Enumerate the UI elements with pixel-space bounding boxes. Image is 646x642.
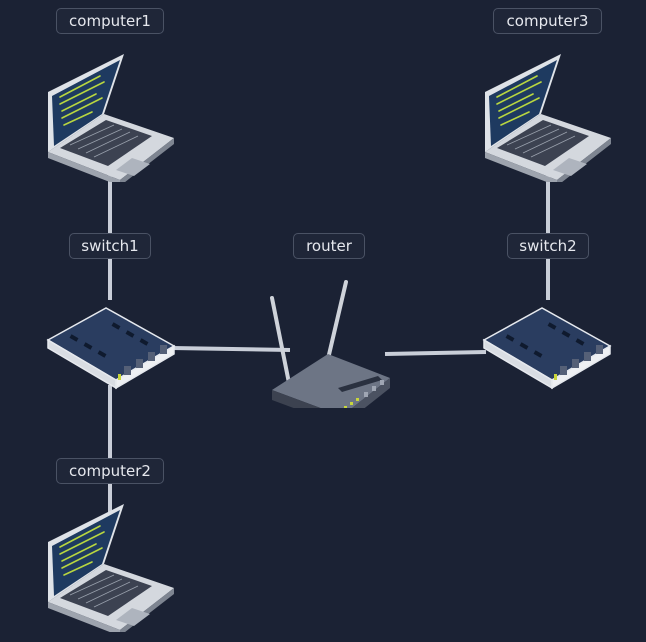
switch-icon[interactable] <box>482 290 612 390</box>
router-label: router <box>293 233 365 259</box>
laptop-icon[interactable] <box>46 52 176 182</box>
switch2-label: switch2 <box>507 233 589 259</box>
link-switch1-router <box>171 346 291 352</box>
computer3-label: computer3 <box>493 8 602 34</box>
switch-icon[interactable] <box>46 290 176 390</box>
link-router-switch2 <box>384 350 487 356</box>
computer2-label: computer2 <box>56 458 164 484</box>
switch1-label: switch1 <box>69 233 151 259</box>
computer1-label: computer1 <box>56 8 164 34</box>
laptop-icon[interactable] <box>46 502 176 632</box>
router-icon[interactable] <box>266 278 396 408</box>
laptop-icon[interactable] <box>483 52 613 182</box>
